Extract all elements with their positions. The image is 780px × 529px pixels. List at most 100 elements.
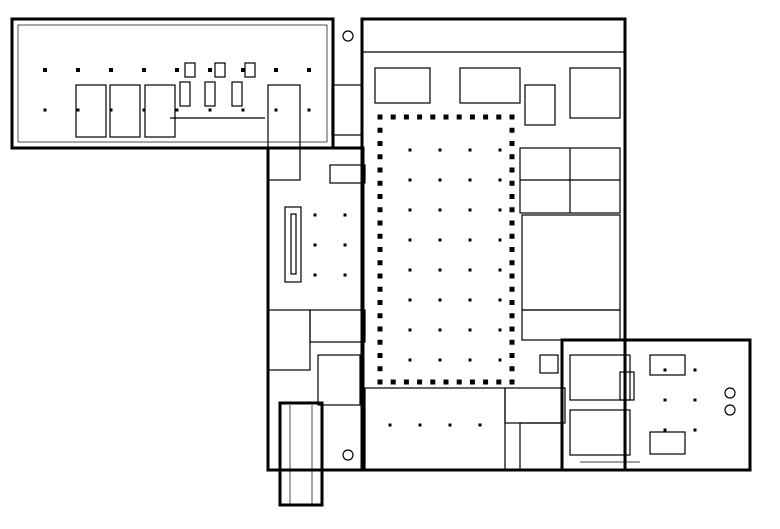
column-icon bbox=[468, 298, 472, 302]
column-icon bbox=[509, 326, 515, 332]
column-icon bbox=[388, 423, 392, 427]
column-icon bbox=[663, 368, 667, 372]
main-block bbox=[360, 17, 627, 472]
column-icon bbox=[175, 108, 179, 112]
left-wing bbox=[10, 17, 335, 181]
column-icon bbox=[438, 238, 442, 242]
column-icon bbox=[509, 379, 515, 385]
column-icon bbox=[693, 428, 697, 432]
column-icon bbox=[509, 366, 515, 372]
column-icon bbox=[377, 300, 383, 305]
column-icon bbox=[377, 379, 383, 385]
column-icon bbox=[509, 141, 515, 146]
stair-icon bbox=[539, 354, 559, 374]
column-icon bbox=[343, 213, 347, 217]
right-wing bbox=[560, 338, 752, 472]
column-icon bbox=[377, 326, 383, 332]
column-icon bbox=[509, 194, 515, 199]
column-icon bbox=[377, 353, 383, 358]
column-icon bbox=[377, 141, 383, 146]
column-icon bbox=[509, 220, 515, 226]
column-icon bbox=[417, 114, 423, 120]
column-icon bbox=[496, 114, 502, 120]
column-icon bbox=[468, 358, 472, 362]
column-icon bbox=[509, 127, 515, 133]
column-icon bbox=[377, 220, 383, 226]
column-icon bbox=[509, 167, 515, 173]
column-icon bbox=[468, 208, 472, 212]
column-icon bbox=[456, 379, 462, 385]
column-icon bbox=[468, 268, 472, 272]
column-icon bbox=[693, 368, 697, 372]
light-fixture-icon bbox=[342, 449, 354, 461]
column-icon bbox=[438, 148, 442, 152]
column-icon bbox=[693, 398, 697, 402]
column-icon bbox=[313, 213, 317, 217]
column-icon bbox=[509, 180, 515, 186]
column-icon bbox=[377, 167, 383, 173]
column-icon bbox=[76, 68, 80, 72]
column-icon bbox=[498, 148, 502, 152]
column-icon bbox=[377, 194, 383, 199]
column-icon bbox=[509, 300, 515, 305]
column-icon bbox=[509, 207, 515, 213]
stair-icon bbox=[109, 84, 141, 138]
column-icon bbox=[438, 328, 442, 332]
column-icon bbox=[307, 68, 311, 72]
column-icon bbox=[390, 379, 396, 385]
column-icon bbox=[430, 379, 436, 385]
column-icon bbox=[408, 208, 412, 212]
column-icon bbox=[408, 268, 412, 272]
column-icon bbox=[109, 108, 113, 112]
column-icon bbox=[468, 178, 472, 182]
stair-icon bbox=[317, 354, 361, 406]
column-icon bbox=[208, 108, 212, 112]
column-icon bbox=[377, 260, 383, 266]
column-icon bbox=[469, 379, 475, 385]
column-icon bbox=[377, 286, 383, 292]
column-icon bbox=[403, 379, 409, 385]
column-icon bbox=[343, 243, 347, 247]
column-icon bbox=[408, 178, 412, 182]
light-fixture-icon bbox=[724, 404, 736, 416]
column-icon bbox=[663, 398, 667, 402]
column-icon bbox=[408, 328, 412, 332]
column-icon bbox=[498, 208, 502, 212]
column-icon bbox=[483, 379, 489, 385]
column-icon bbox=[175, 68, 179, 72]
column-icon bbox=[438, 298, 442, 302]
column-icon bbox=[109, 68, 113, 72]
column-icon bbox=[498, 358, 502, 362]
column-icon bbox=[313, 273, 317, 277]
elevator-icon bbox=[244, 62, 256, 78]
columns bbox=[43, 68, 697, 432]
column-icon bbox=[509, 286, 515, 292]
column-icon bbox=[43, 68, 47, 72]
column-icon bbox=[377, 114, 383, 120]
column-icon bbox=[509, 247, 515, 252]
stair-icon bbox=[331, 84, 363, 136]
column-icon bbox=[469, 114, 475, 120]
column-icon bbox=[377, 207, 383, 213]
column-icon bbox=[377, 366, 383, 372]
column-icon bbox=[377, 180, 383, 186]
column-icon bbox=[377, 127, 383, 133]
column-icon bbox=[509, 313, 515, 319]
stair-icon bbox=[619, 371, 635, 401]
column-icon bbox=[418, 423, 422, 427]
column-icon bbox=[496, 379, 502, 385]
column-icon bbox=[43, 108, 47, 112]
column-icon bbox=[274, 108, 278, 112]
column-icon bbox=[403, 114, 409, 120]
column-icon bbox=[208, 68, 212, 72]
column-icon bbox=[498, 268, 502, 272]
light-fixture-icon bbox=[342, 30, 354, 42]
column-icon bbox=[417, 379, 423, 385]
column-icon bbox=[377, 313, 383, 319]
column-icon bbox=[241, 108, 245, 112]
column-icon bbox=[498, 178, 502, 182]
column-icon bbox=[456, 114, 462, 120]
column-icon bbox=[498, 238, 502, 242]
column-icon bbox=[443, 114, 449, 120]
column-icon bbox=[498, 328, 502, 332]
